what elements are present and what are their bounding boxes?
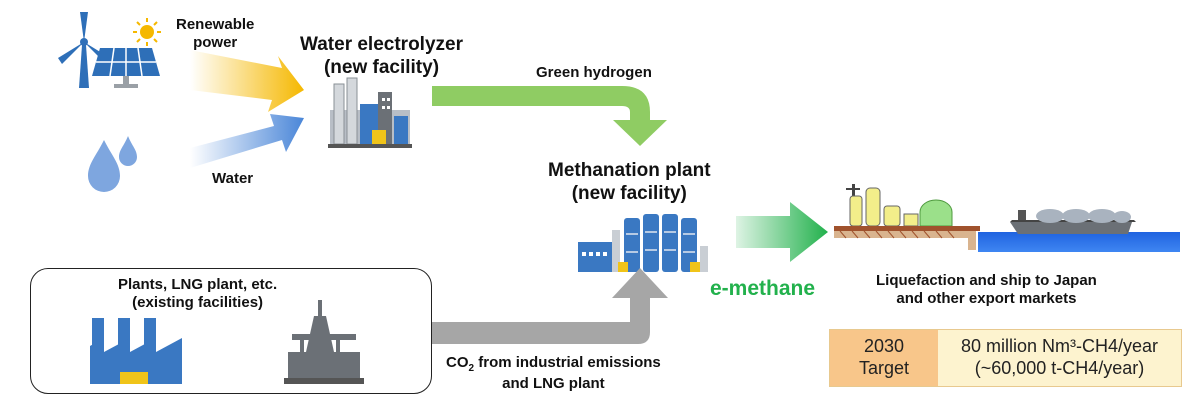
e-methane-arrow [736,202,828,262]
methanation-label-line2: (new facility) [571,182,687,204]
methanation-plant-label: Methanation plant (new facility) [548,160,711,206]
lng-plant-icon [284,300,364,384]
green-hydrogen-label: Green hydrogen [536,64,652,81]
target-label: Target [858,358,910,378]
electrolyzer-label-line1: Water electrolyzer [300,34,463,55]
water-label: Water [212,170,254,187]
co2-line1-rest: from industrial emissions [474,354,661,371]
existing-facilities-label: Plants, LNG plant, etc. (existing facili… [118,276,277,312]
export-label: Liquefaction and ship to Japan and other… [876,272,1097,308]
sea [978,232,1180,252]
co2-prefix: CO [446,354,469,371]
port-facility-icon [834,184,980,250]
solar-panel-icon [92,47,160,88]
electrolyzer-label-line2: (new facility) [323,56,440,78]
methanation-label-line1: Methanation plant [548,160,711,181]
target-year: 2030 [863,336,905,357]
water-drops-icon [88,136,137,192]
renewable-label-line2: power [193,34,238,51]
existing-label-line1: Plants, LNG plant, etc. [118,276,278,293]
wind-turbine-icon [58,12,110,88]
target-value-cell: 80 million Nm³-CH4/year (~60,000 t-CH4/y… [938,330,1181,386]
renewable-power-label: Renewable power [176,16,254,52]
water-electrolyzer-label: Water electrolyzer (new facility) [300,34,463,80]
target-value-line1: 80 million Nm³-CH4/year [960,336,1159,357]
co2-label: CO2 from industrial emissions and LNG pl… [446,354,661,393]
export-label-line1: Liquefaction and ship to Japan [876,272,1097,289]
target-value-line2: (~60,000 t-CH4/year) [974,358,1145,378]
electrolyzer-plant-icon [328,77,412,148]
export-label-line2: and other export markets [896,290,1077,307]
target-year-cell: 2030 Target [830,330,938,386]
water-arrow [190,114,304,168]
co2-label-line2: and LNG plant [502,375,605,392]
methanation-plant-icon [578,214,708,272]
renewable-power-arrow [190,50,304,112]
sun-icon [133,18,161,46]
co2-subscript: 2 [468,363,475,374]
lng-ship-icon [1010,209,1136,234]
factory-icon [90,318,182,384]
existing-label-line2: (existing facilities) [132,294,264,311]
target-box: 2030 Target 80 million Nm³-CH4/year (~60… [829,329,1182,387]
co2-arrow [432,268,668,344]
green-hydrogen-arrow [432,86,667,146]
renewable-label-line1: Renewable [176,16,255,33]
e-methane-label: e-methane [710,277,816,300]
